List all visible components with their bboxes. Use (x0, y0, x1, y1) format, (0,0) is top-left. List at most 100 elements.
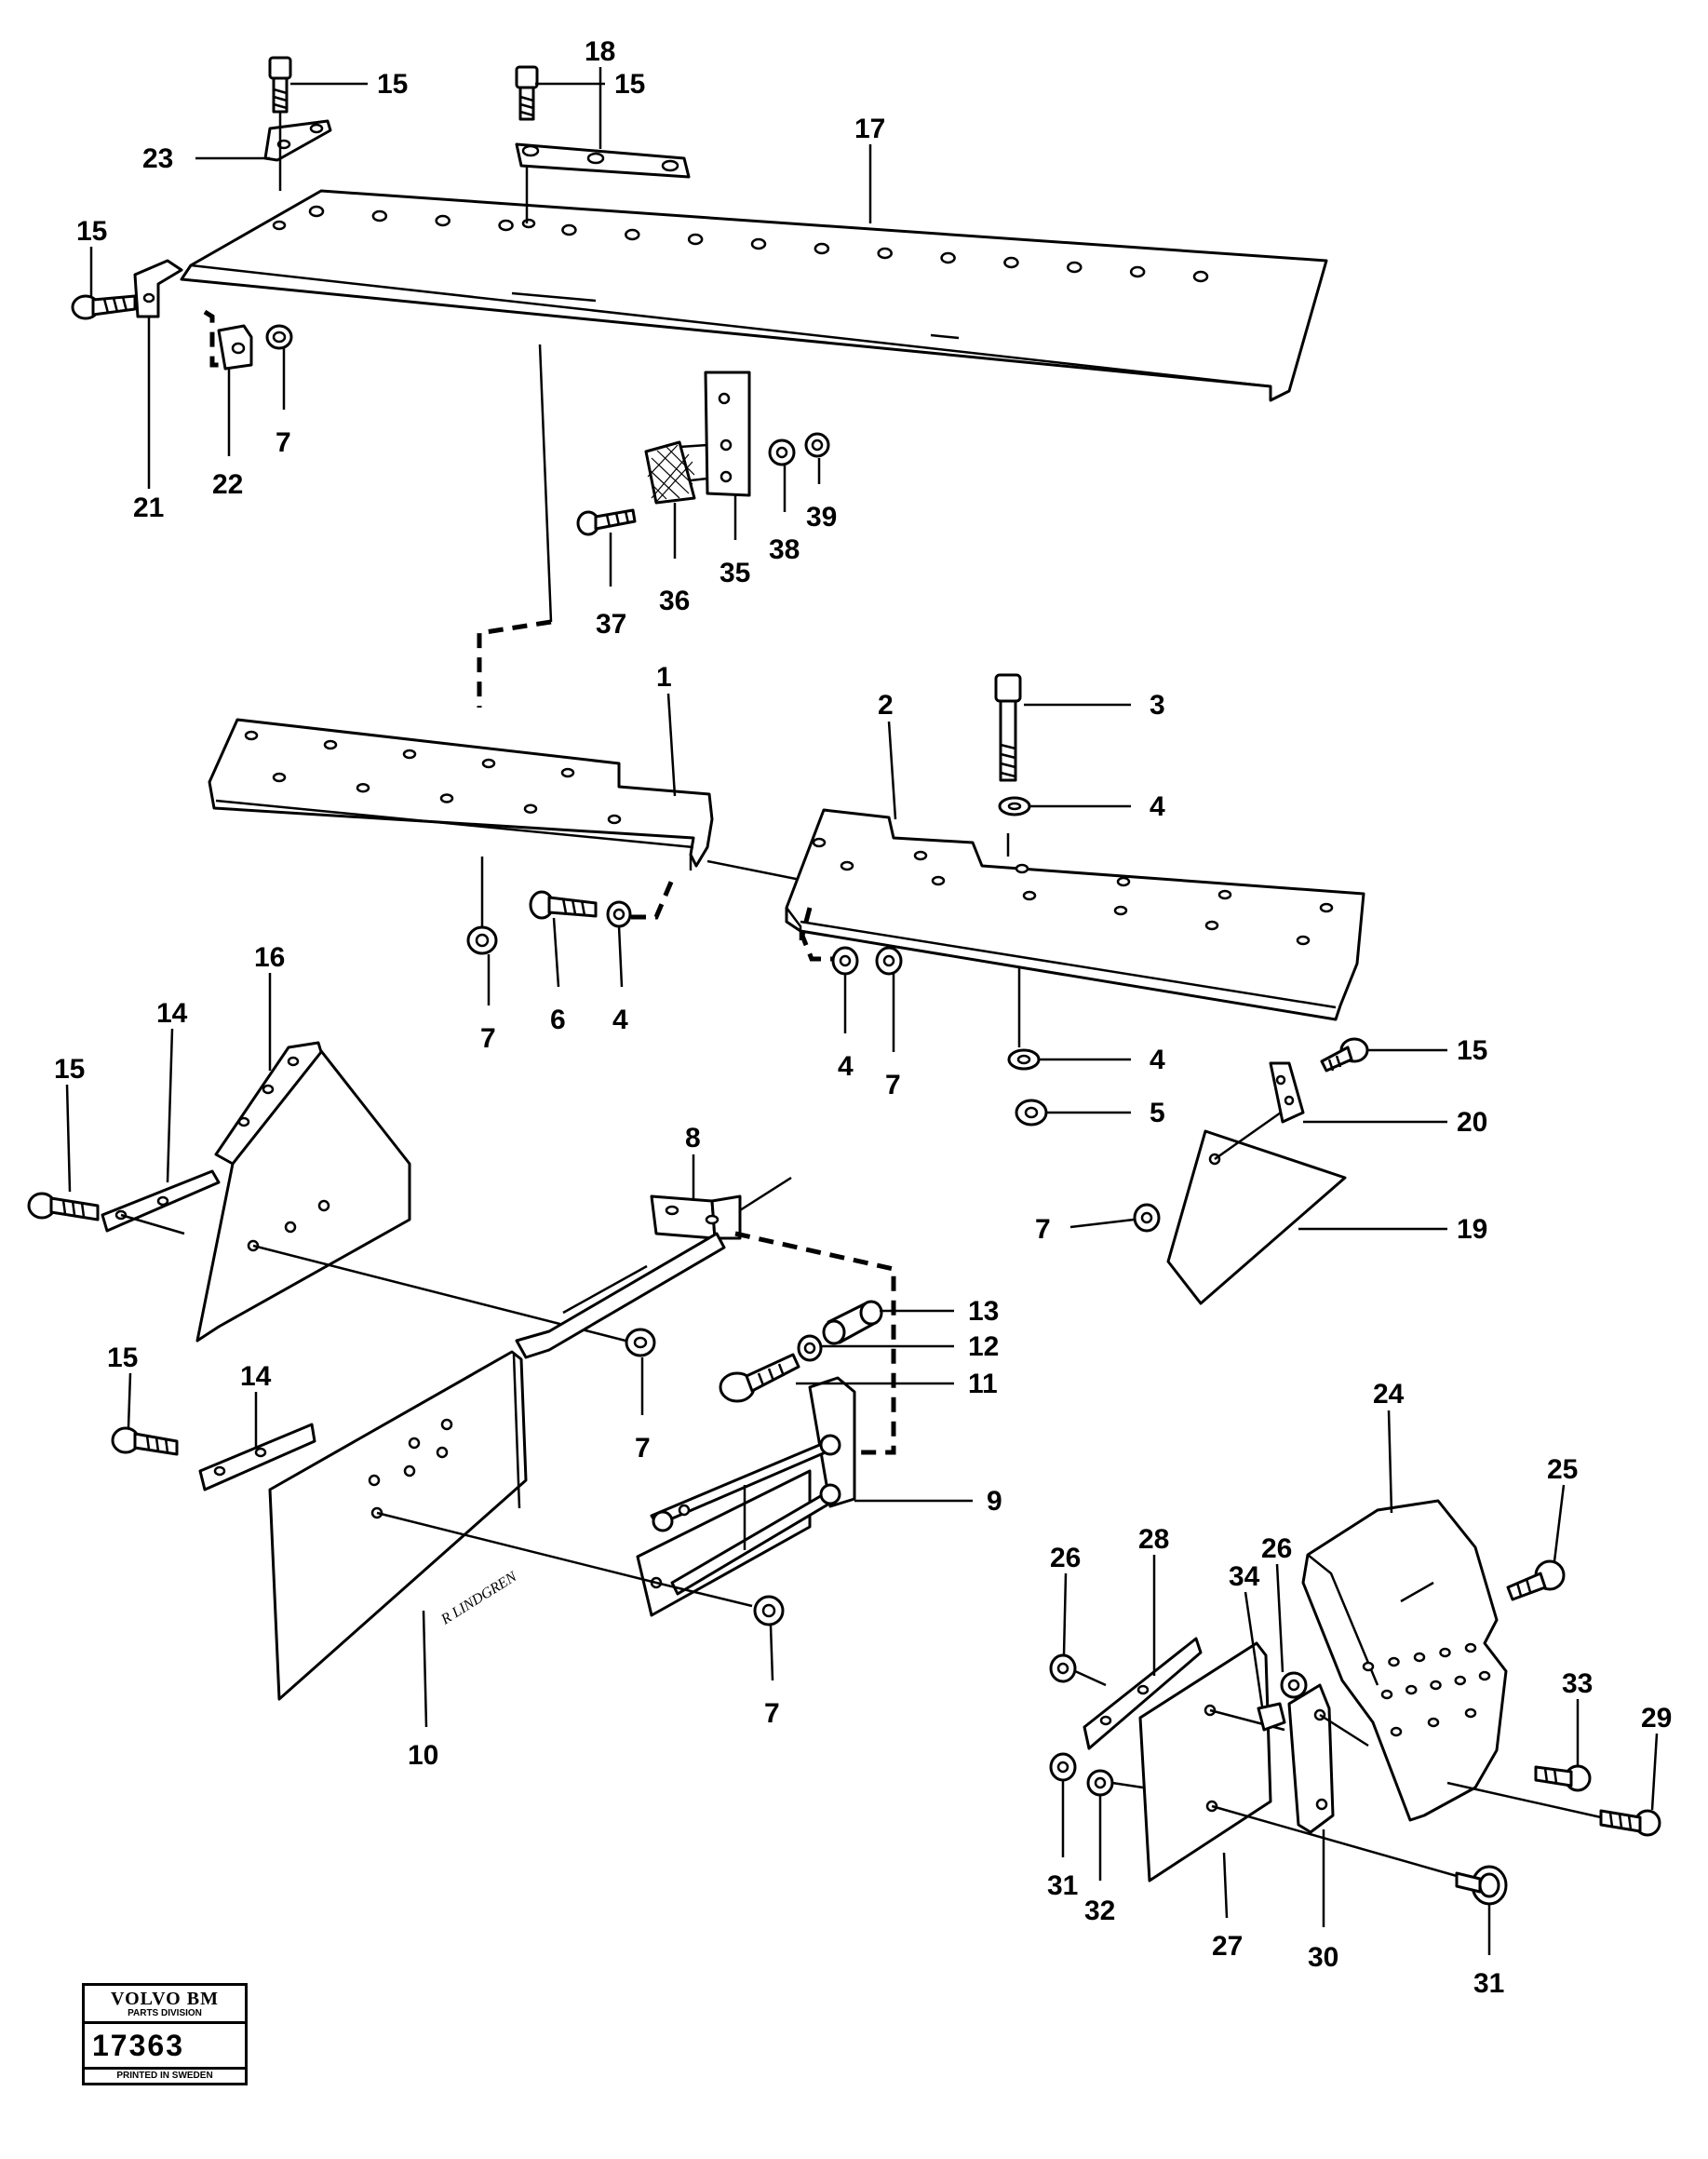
callout-22: 22 (212, 469, 243, 500)
nut-31-left (1049, 1752, 1077, 1782)
callout-24: 24 (1373, 1379, 1405, 1410)
part-37-screw (576, 508, 637, 536)
part-2-plate-right (785, 808, 1365, 1021)
callout-2: 2 (878, 690, 894, 721)
callout-15: 15 (107, 1343, 138, 1373)
guide-10-to-9 (376, 1511, 657, 1585)
stamp-printed: PRINTED IN SWEDEN (116, 2071, 213, 2081)
nut-7-top (265, 324, 293, 350)
part-14-strap-lower (198, 1423, 316, 1491)
bolt-15-left (71, 294, 137, 320)
callout-11: 11 (968, 1369, 998, 1399)
bolt-hole (1129, 265, 1146, 278)
bolt-hole (402, 749, 417, 760)
drawing-number: 17363 (85, 2024, 245, 2070)
callout-31: 31 (1473, 1968, 1504, 1999)
bolt-hole (272, 220, 287, 231)
callout-7: 7 (276, 427, 291, 458)
part-19-plate (1166, 1129, 1347, 1305)
stamp-division: PARTS DIVISION (85, 2008, 245, 2024)
bolt-hole (439, 793, 454, 803)
bolt-hole (1003, 256, 1019, 269)
bolt-15-right (1320, 1037, 1369, 1073)
callout-6: 6 (550, 1005, 566, 1035)
callout-39: 39 (806, 502, 837, 533)
nut-26-right (1280, 1671, 1308, 1699)
part-3-long-bolt (994, 673, 1022, 857)
part-18-strap (515, 142, 691, 179)
bolt-hole (1015, 863, 1029, 874)
bolt-hole (1413, 1652, 1426, 1663)
callout-19: 19 (1457, 1214, 1487, 1245)
callout-38: 38 (769, 534, 800, 565)
callout-3: 3 (1150, 690, 1165, 721)
bolt-hole (1296, 935, 1311, 946)
bolt-hole (371, 209, 388, 223)
guide-32-to-27 (1111, 1781, 1144, 1789)
guide-20-to-19 (1214, 1111, 1282, 1161)
callout-4: 4 (612, 1005, 628, 1035)
bolt-hole (1380, 1689, 1393, 1700)
callout-1: 1 (656, 662, 672, 693)
bolt-hole (1439, 1647, 1451, 1658)
nut-7-right (1133, 1203, 1161, 1233)
washer-4-left (606, 900, 632, 928)
callout-30: 30 (1308, 1942, 1338, 1973)
bolt-hole (931, 875, 946, 886)
part-10-mud-flap (268, 1350, 528, 1701)
part-20-strap (1269, 1061, 1305, 1124)
callout-8: 8 (685, 1123, 701, 1154)
bolt-hole (323, 739, 338, 750)
callout-7: 7 (480, 1023, 496, 1054)
part-1-plate-left (208, 718, 714, 870)
bolt-hole (1116, 876, 1131, 887)
dashed-guide-1 (631, 879, 675, 920)
part-29-bolt (1599, 1809, 1661, 1837)
bolt-hole (750, 237, 767, 250)
callout-15: 15 (76, 216, 107, 247)
callout-17: 17 (854, 114, 885, 144)
guide-9-to-7 (655, 1581, 753, 1608)
callout-7: 7 (764, 1698, 780, 1729)
callout-13: 13 (968, 1296, 999, 1327)
bolt-hole (1362, 1661, 1375, 1672)
bolt-hole (840, 860, 854, 871)
part-6-bolt (529, 890, 598, 920)
callout-15: 15 (614, 69, 645, 100)
part-12-washer (797, 1334, 823, 1362)
callout-4: 4 (1150, 1045, 1165, 1075)
bolt-hole (1204, 920, 1219, 931)
callout-4: 4 (1150, 791, 1165, 822)
bolt-hole (1430, 1680, 1442, 1691)
dashed-guide-17-to-1 (477, 619, 552, 708)
bolt-15-top-left (268, 56, 292, 191)
guide-8 (739, 1176, 792, 1212)
bolt-hole (561, 223, 577, 236)
bolt-hole (356, 783, 370, 793)
callout-20: 20 (1457, 1107, 1487, 1138)
callout-4: 4 (838, 1051, 854, 1082)
part-16-bracket (195, 1041, 411, 1343)
title-block-stamp: VOLVO BM PARTS DIVISION 17363 PRINTED IN… (82, 1983, 248, 2085)
guide-17-to-1 (538, 344, 553, 623)
bolt-hole (1464, 1707, 1477, 1719)
callout-15: 15 (1457, 1035, 1487, 1066)
part-13-spacer (822, 1300, 883, 1345)
part-25-bolt (1506, 1559, 1566, 1601)
nut-7-lower (753, 1595, 785, 1626)
part-5-nut (1015, 1099, 1048, 1127)
bolt-hole (1022, 890, 1037, 901)
bolt-hole (308, 205, 325, 218)
bolt-hole (1113, 905, 1128, 916)
dashed-guide-2 (800, 907, 838, 962)
callout-37: 37 (596, 609, 626, 640)
draftsman-signature: R LINDGREN (437, 1569, 520, 1628)
bolt-hole (687, 233, 704, 246)
callout-15: 15 (377, 69, 408, 100)
part-27-plate (1138, 1641, 1272, 1882)
callout-26: 26 (1261, 1533, 1292, 1564)
guide-26-to-28 (1074, 1669, 1107, 1687)
bolt-hole (1454, 1675, 1466, 1686)
part-31-screw-right (1455, 1865, 1508, 1906)
part-17-long-plate (180, 189, 1328, 402)
